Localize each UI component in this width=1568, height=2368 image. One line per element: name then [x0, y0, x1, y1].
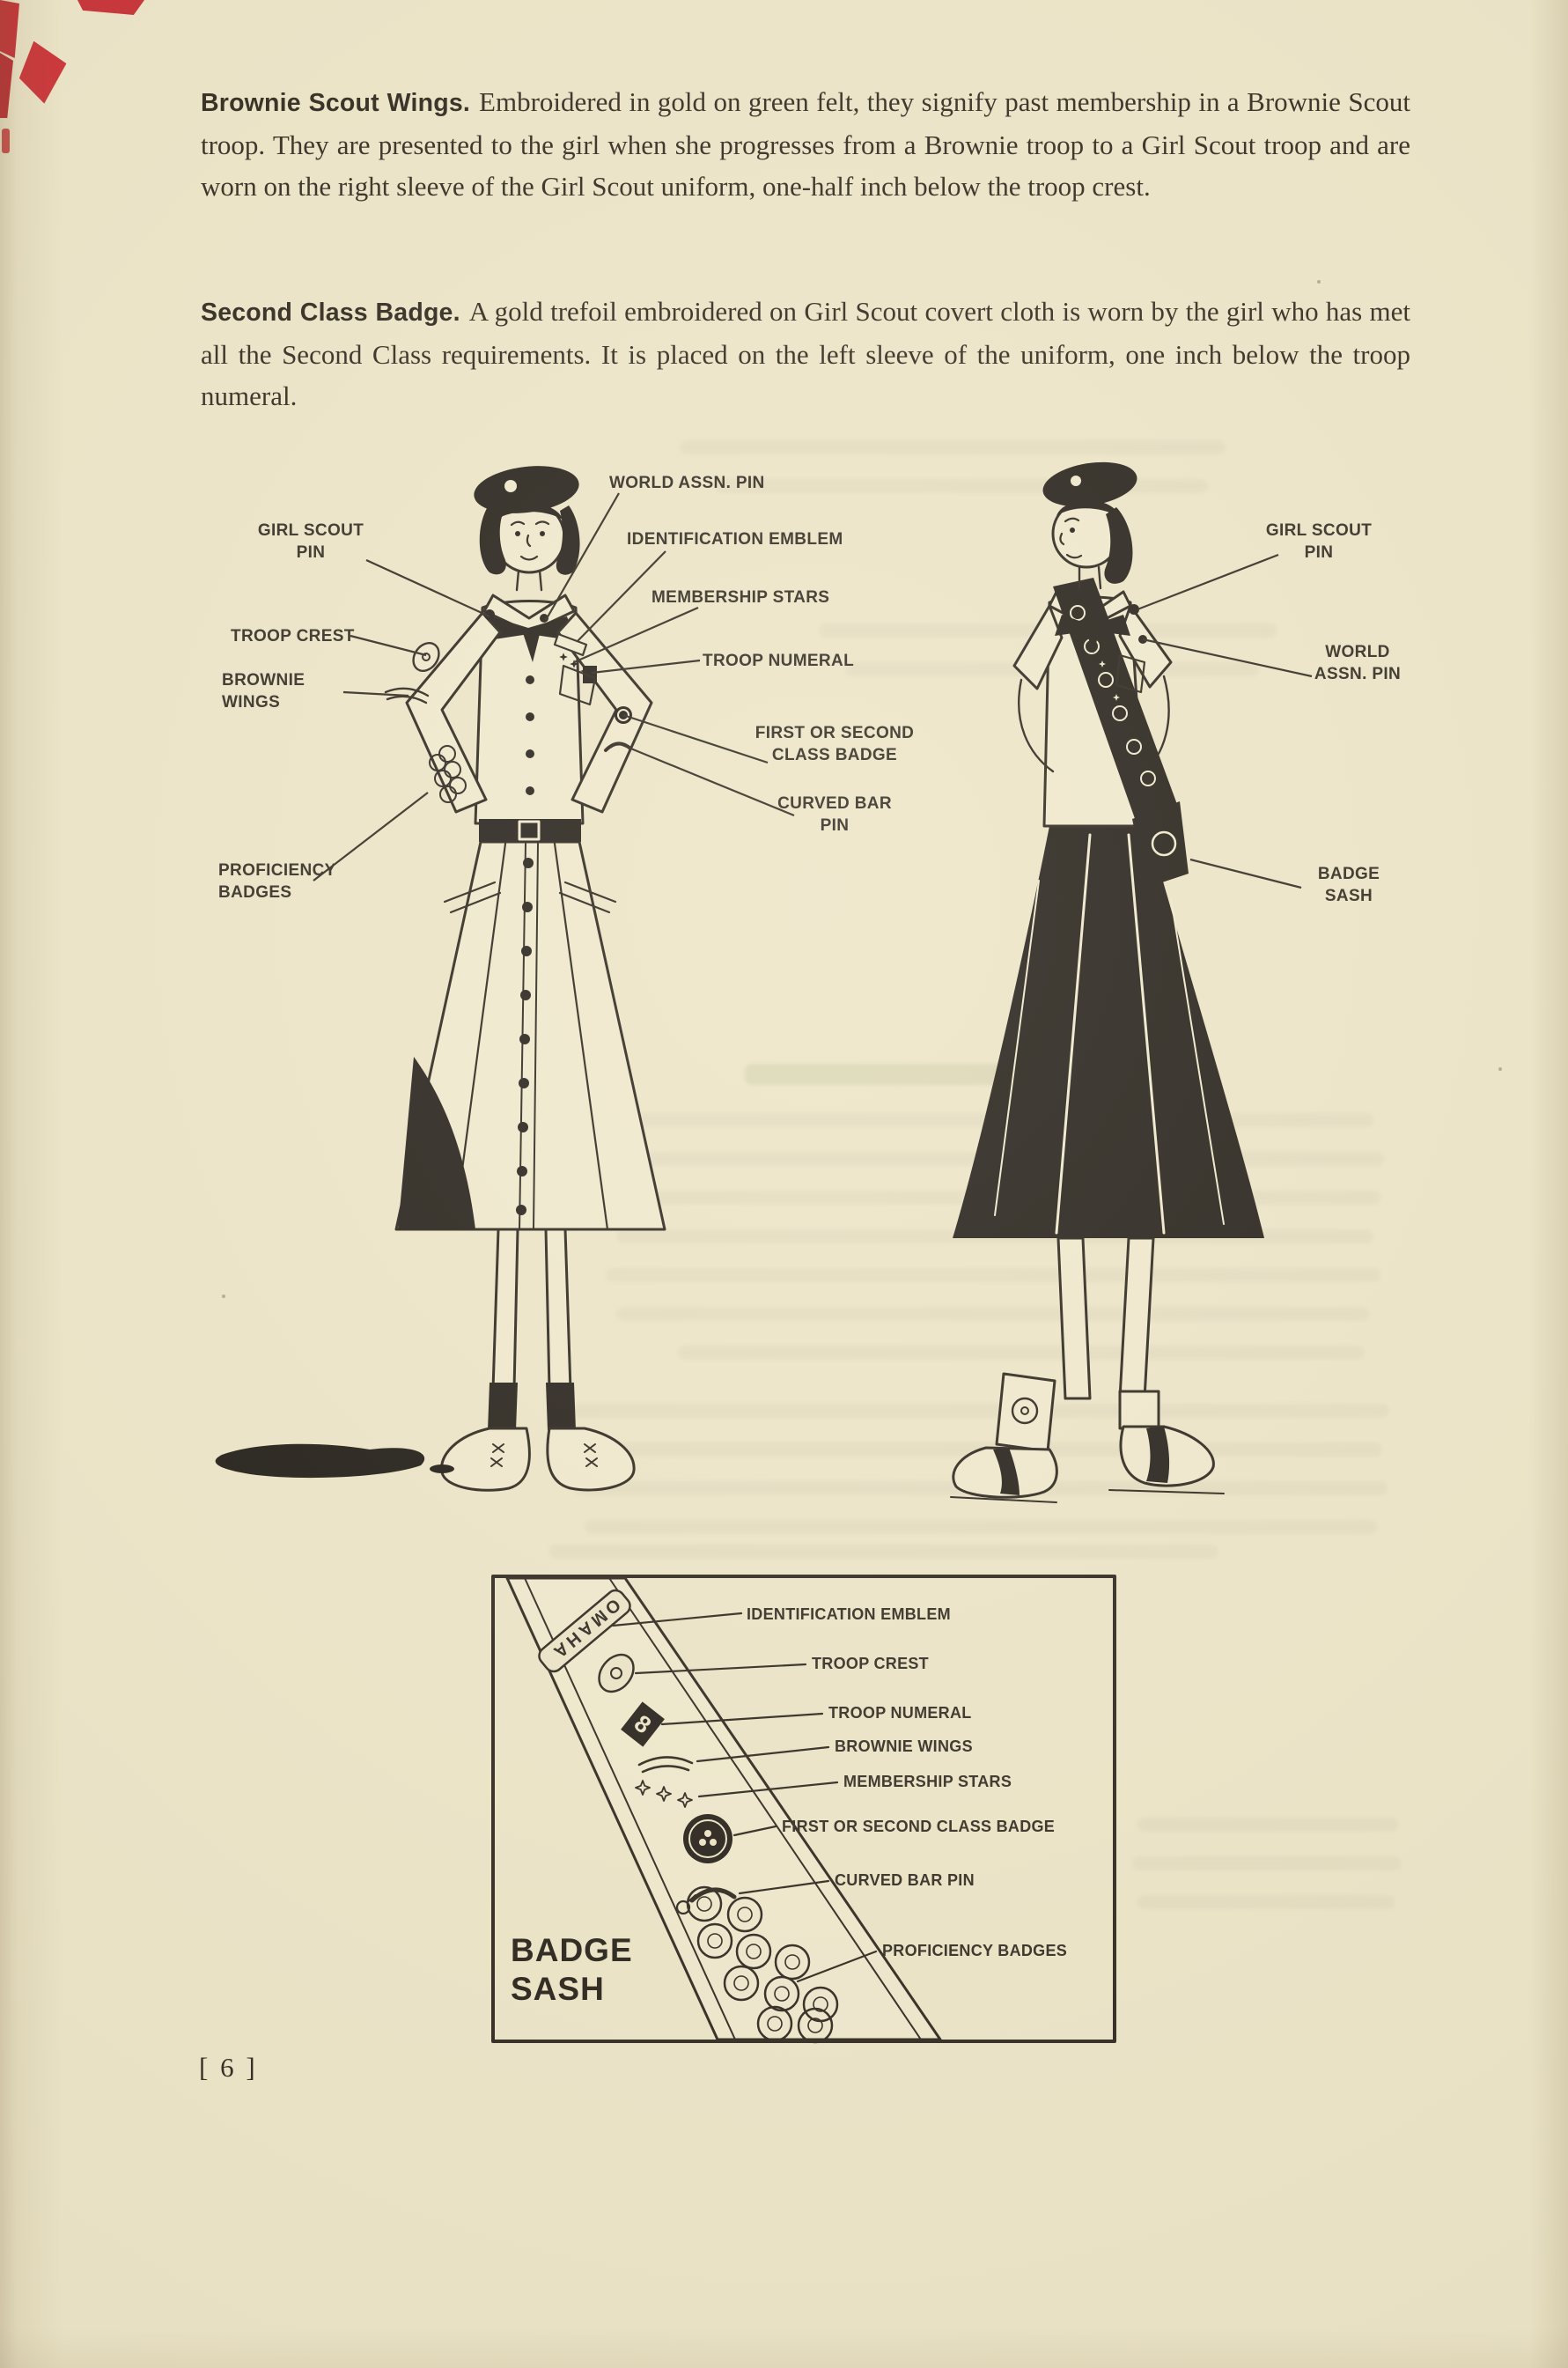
label-girl-scout-pin-left: GIRL SCOUT PIN: [257, 521, 364, 563]
label-brownie-wings: BROWNIE WINGS: [222, 671, 306, 712]
paragraph-second-class-badge: Second Class Badge.A gold trefoil embroi…: [201, 291, 1410, 417]
label-badge-sash: BADGE SASH: [1317, 865, 1380, 906]
proficiency-badges-group: [686, 1885, 839, 2044]
label-world-assn-pin-right: WORLD ASSN. PIN: [1314, 643, 1402, 684]
diagram-title-badge: BADGE: [511, 1932, 633, 1968]
book-edge-red-mark: [77, 0, 144, 15]
label-world-assn-pin-left: WORLD ASSN. PIN: [609, 474, 765, 492]
show-through-line: [1132, 1856, 1402, 1870]
diagram-label-first-or-second-class-badge: FIRST OR SECOND CLASS BADGE: [782, 1818, 1056, 1835]
label-identification-emblem: IDENTIFICATION EMBLEM: [627, 530, 843, 549]
badge-sash-diagram: OMAHA 8: [491, 1575, 1116, 2044]
troop-numeral-detail: [583, 666, 597, 683]
paragraph-lead: Brownie Scout Wings.: [201, 89, 471, 117]
diagram-leader-lines: [611, 1612, 878, 1983]
label-troop-crest: TROOP CREST: [231, 627, 355, 645]
show-through-line: [571, 1404, 1389, 1418]
label-girl-scout-pin-right: GIRL SCOUT PIN: [1265, 521, 1373, 563]
diagram-label-troop-crest: TROOP CREST: [812, 1655, 929, 1672]
world-assn-pin-detail: [540, 614, 548, 623]
right-scout-figure: [950, 461, 1264, 1503]
label-troop-numeral: TROOP NUMERAL: [703, 652, 855, 670]
membership-stars-badge: [635, 1780, 693, 1808]
show-through-line: [585, 1520, 1377, 1534]
class-badge: [683, 1814, 732, 1863]
left-scout-figure: [215, 466, 666, 1492]
beret: [1042, 461, 1137, 507]
badge-sash-band: [1053, 578, 1178, 826]
paragraph-brownie-scout-wings: Brownie Scout Wings.Embroidered in gold …: [201, 81, 1410, 207]
show-through-line: [680, 440, 1226, 454]
sash-hip-tip: [1132, 801, 1189, 888]
diagram-border: [491, 1575, 1116, 2043]
figure-leader-lines: [313, 492, 1313, 889]
show-through-line: [549, 1545, 1218, 1559]
girl-scout-pin-detail: [484, 609, 495, 620]
dust-speck: [222, 1295, 225, 1298]
book-edge-red-mark: [0, 0, 19, 58]
diagram-label-proficiency-badges: PROFICIENCY BADGES: [882, 1942, 1068, 1959]
troop-crest-badge: [598, 1653, 635, 1693]
diagram-label-troop-numeral: TROOP NUMERAL: [828, 1704, 972, 1722]
troop-numeral-badge: 8: [621, 1701, 665, 1747]
dust-speck: [1317, 280, 1321, 284]
diagram-label-membership-stars: MEMBERSHIP STARS: [843, 1773, 1012, 1790]
paragraph-lead: Second Class Badge.: [201, 299, 460, 327]
diagram-label-identification-emblem: IDENTIFICATION EMBLEM: [747, 1605, 951, 1623]
brownie-wings-detail: [384, 687, 430, 704]
page-number: [ 6 ]: [199, 2052, 258, 2083]
label-curved-bar-pin: CURVED BAR PIN: [777, 794, 892, 836]
book-edge-red-mark: [2, 129, 10, 153]
label-proficiency-badges: PROFICIENCY BADGES: [218, 861, 336, 903]
troop-crest-detail: [412, 642, 440, 672]
show-through-line: [616, 1307, 1370, 1321]
show-through-line: [606, 1268, 1380, 1282]
diagram-title-sash: SASH: [511, 1971, 605, 2007]
show-through-line: [678, 1346, 1365, 1360]
identification-emblem-detail: [553, 632, 588, 657]
show-through-line: [1137, 1895, 1395, 1909]
sock-emblem: [1011, 1397, 1039, 1425]
paragraph-body: A gold trefoil embroidered on Girl Scout…: [201, 296, 1410, 411]
diagram-label-brownie-wings: BROWNIE WINGS: [835, 1737, 973, 1755]
label-membership-stars: MEMBERSHIP STARS: [651, 588, 830, 607]
proficiency-badges-detail: [429, 745, 467, 803]
dust-speck: [1498, 1067, 1502, 1071]
beret: [474, 466, 579, 513]
show-through-line: [1137, 1818, 1398, 1832]
girl-scout-pin-detail: [1129, 604, 1139, 615]
brownie-wings-badge: [637, 1756, 694, 1774]
diagram-label-curved-bar-pin: CURVED BAR PIN: [835, 1871, 975, 1889]
paragraph-body: Embroidered in gold on green felt, they …: [201, 86, 1410, 202]
label-first-or-second-class-badge: FIRST OR SECOND CLASS BADGE: [755, 724, 915, 765]
